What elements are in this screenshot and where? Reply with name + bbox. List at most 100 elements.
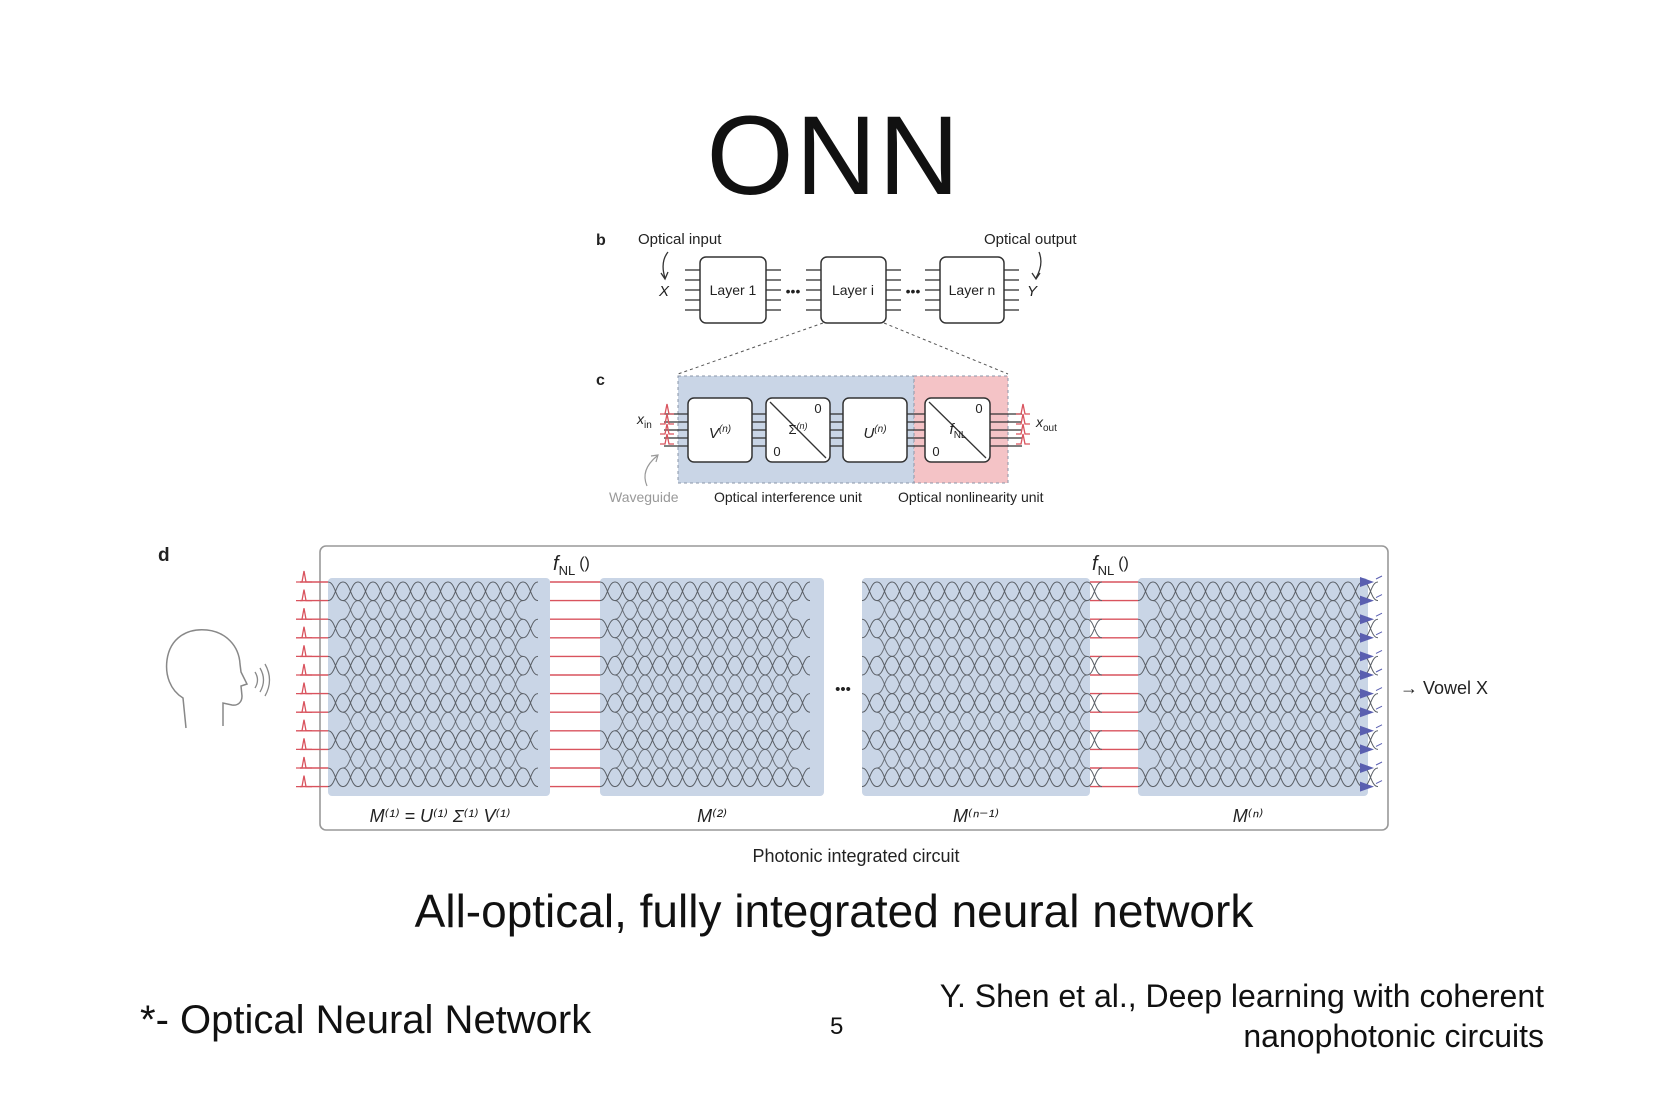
input-pulse: [296, 682, 312, 695]
panel-b: b Optical input Optical output X Y Layer…: [596, 231, 1077, 375]
fnl-label-2: fNL(): [1092, 553, 1129, 578]
layer-ellipsis-1: •••: [786, 283, 801, 299]
mzi-waveguide: [327, 767, 539, 788]
waveguide-lines: [300, 581, 1138, 788]
photodetector-icon: [1360, 688, 1374, 699]
fnl-label: fNL: [950, 421, 967, 441]
mzi-waveguide: [342, 637, 524, 657]
photodetector-ray: [1375, 705, 1383, 710]
layer-1-box: [699, 256, 767, 324]
mzi-waveguide: [1152, 600, 1364, 620]
mzi-waveguide: [861, 767, 1103, 788]
matrix-label-4: M⁽ⁿ⁾: [1233, 806, 1263, 826]
photodetector-ray: [1375, 724, 1383, 729]
mzi-waveguide: [1152, 637, 1364, 657]
fnl-zero-top: 0: [975, 401, 982, 416]
layer-i-box: [820, 256, 887, 324]
photodetector-ray: [1375, 687, 1383, 692]
mzi-waveguide: [342, 674, 524, 695]
layer-ellipsis-2: •••: [906, 283, 921, 299]
nonlinearity-unit-label: Optical nonlinearity unit: [898, 489, 1044, 505]
input-pulse: [296, 775, 312, 788]
mzi-waveguide: [599, 767, 811, 788]
mzi-waveguide: [876, 674, 1088, 695]
mzi-waveguide: [1152, 711, 1364, 732]
mzi-waveguide: [876, 748, 1088, 769]
photodetector-ray: [1375, 575, 1383, 580]
v-box: [687, 397, 753, 463]
matrix-label-1: M⁽¹⁾ = U⁽¹⁾ Σ⁽¹⁾ V⁽¹⁾: [370, 806, 511, 826]
mzi-waveguide: [342, 748, 524, 769]
layer-stubs: [685, 269, 1019, 311]
circuit-caption: Photonic integrated circuit: [752, 846, 959, 866]
input-symbol: X: [658, 283, 670, 300]
u-box: [842, 397, 908, 463]
input-arrow: [662, 251, 669, 279]
mzi-waveguide: [614, 637, 796, 657]
citation-line-1: Y. Shen et al., Deep learning with coher…: [939, 978, 1544, 1014]
page-number: 5: [830, 1013, 844, 1040]
sigma-diagonal: [769, 401, 827, 459]
photodetector-icon: [1360, 781, 1374, 792]
photodetector-icon: [1360, 651, 1374, 662]
photodetector-icon: [1360, 595, 1374, 606]
photodetector-ray: [1375, 780, 1383, 785]
mzi-waveguide: [861, 581, 1103, 602]
waveguide-label: Waveguide: [609, 489, 679, 505]
mesh-ellipsis: •••: [835, 681, 851, 698]
mzi-waveguide: [876, 637, 1088, 657]
output-arrow: [1035, 251, 1042, 279]
mzi-waveguide: [876, 600, 1088, 620]
mzi-waveguide: [1137, 767, 1379, 788]
mzi-waveguide: [1152, 711, 1364, 732]
output-pulses: [1016, 403, 1030, 445]
slide-subtitle: All-optical, fully integrated neural net…: [414, 885, 1254, 937]
input-pulse: [296, 756, 312, 769]
mzi-waveguide: [342, 711, 524, 732]
zoom-line-right: [883, 322, 1009, 375]
photodetector-icon: [1360, 632, 1374, 643]
mzi-waveguide: [876, 637, 1088, 657]
mzi-waveguide: [1137, 581, 1379, 602]
layer-1-label: Layer 1: [710, 282, 757, 298]
speech-waves-icon: [254, 663, 271, 697]
panel-d-letter: d: [158, 545, 170, 566]
mzi-waveguide: [342, 600, 524, 620]
fnl-label-1: fNL(): [553, 553, 590, 578]
fnl-zero-bottom: 0: [932, 444, 939, 459]
output-symbol: Y: [1027, 283, 1038, 300]
output-vowel-label: → Vowel X: [1400, 678, 1488, 698]
photodetector-icon: [1360, 707, 1374, 718]
speaking-head-icon: [165, 629, 249, 729]
mzi-waveguide: [342, 674, 524, 695]
layer-i-label: Layer i: [832, 282, 874, 298]
mzi-waveguide: [1152, 600, 1364, 620]
optical-input-label: Optical input: [638, 231, 722, 248]
photodetector-ray: [1375, 594, 1383, 599]
footnote: *- Optical Neural Network: [140, 998, 592, 1042]
input-pulse: [296, 570, 312, 583]
mzi-waveguide: [614, 600, 796, 620]
input-pulse: [296, 719, 312, 732]
mzi-waveguide: [614, 637, 796, 657]
photodetector-ray: [1375, 612, 1383, 617]
u-label: U(n): [863, 424, 886, 442]
interference-unit-label: Optical interference unit: [714, 489, 862, 505]
photodetector-ray: [1375, 761, 1383, 766]
mzi-waveguide: [614, 748, 796, 769]
v-label: V(n): [709, 424, 731, 442]
mzi-waveguide: [1152, 748, 1364, 769]
sigma-zero-bottom: 0: [773, 444, 780, 459]
mzi-waveguide: [876, 748, 1088, 769]
photodetector-icon: [1360, 763, 1374, 773]
zoom-line-left: [677, 322, 824, 375]
input-pulse: [296, 645, 312, 658]
slide-title: ONN: [706, 93, 962, 218]
input-pulse: [296, 663, 312, 676]
input-pulse: [296, 589, 312, 602]
photodetector-ray: [1375, 668, 1383, 673]
mzi-waveguide: [342, 748, 524, 769]
detector-arrays: [1360, 575, 1383, 792]
mzi-waveguide: [876, 711, 1088, 732]
mzi-waveguide: [1152, 748, 1364, 769]
